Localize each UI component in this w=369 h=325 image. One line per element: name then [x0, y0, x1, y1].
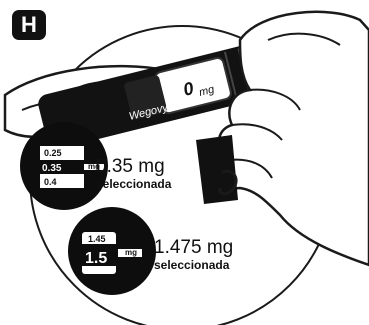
dose-1-caption: seleccionada: [96, 177, 171, 191]
dose-2-tick-upper: 1.45: [88, 234, 106, 244]
dose-1-tick-selected: 0.35: [42, 163, 62, 174]
dose-1-tick-upper: 0.25: [44, 148, 62, 158]
dose-1-tick-lower: 0.4: [44, 177, 57, 187]
dose-2-caption: seleccionada: [154, 258, 233, 272]
dose-label-1: 0.35 mg seleccionada: [96, 157, 171, 191]
dose-2-value: 1.475 mg: [154, 238, 233, 258]
step-badge: H: [12, 10, 46, 40]
dose-inset-1: 0.25 0.35 0.4 mg: [20, 122, 108, 210]
dose-2-unit: mg: [125, 248, 137, 257]
dose-1-value: 0.35 mg: [96, 157, 171, 177]
dose-inset-2: 1.45 1.5 mg: [68, 207, 156, 295]
dose-2-tick-selected: 1.5: [85, 250, 107, 267]
dose-label-2: 1.475 mg seleccionada: [154, 238, 233, 272]
